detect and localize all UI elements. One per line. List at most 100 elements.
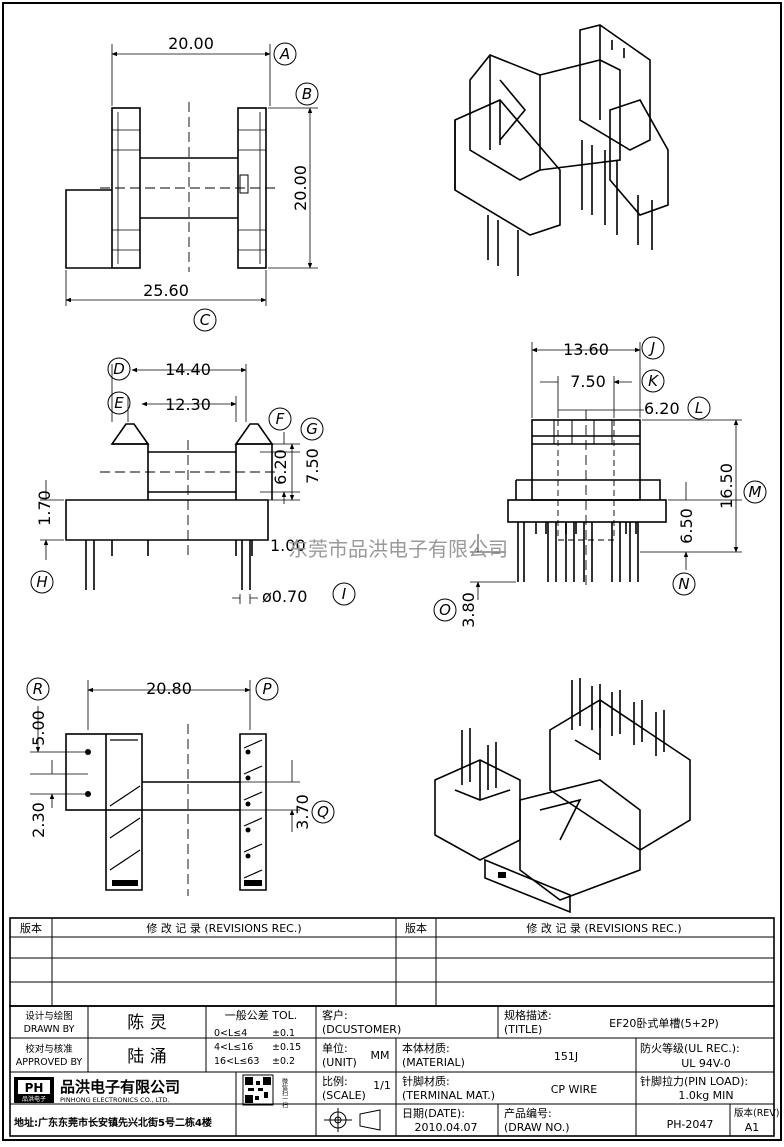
scale-label-en: (SCALE): [322, 1089, 366, 1102]
unit-label: 单位:: [322, 1041, 348, 1055]
pinload-label: 针脚拉力(PIN LOAD):: [640, 1074, 748, 1088]
label-d: D: [113, 360, 125, 378]
label-e: E: [114, 394, 124, 412]
side-view: [433, 336, 767, 622]
dim-a-value: 20.00: [168, 34, 214, 53]
scale-label: 比例:: [322, 1074, 348, 1088]
dim-j-value: 13.60: [563, 340, 609, 359]
label-q: Q: [317, 803, 329, 821]
dim-small-h-value: 2.30: [29, 802, 48, 838]
dim-q-value: 3.70: [293, 794, 312, 830]
label-k: K: [648, 372, 659, 390]
rev-col-record2: 修 改 记 录 (REVISIONS REC.): [526, 921, 681, 935]
label-b: B: [302, 85, 312, 103]
qr-side-text: 微信扫一扫: [281, 1077, 288, 1109]
rev-col-record: 修 改 记 录 (REVISIONS REC.): [146, 921, 301, 935]
top-view: [65, 42, 319, 332]
dim-b-value: 20.00: [291, 165, 310, 211]
approver-label: 校对与核准: [25, 1043, 73, 1055]
dim-i-value: ø0.70: [262, 587, 307, 606]
label-m: M: [749, 483, 762, 501]
rev-value: A1: [745, 1121, 760, 1134]
terminal-label: 针脚材质:: [402, 1074, 450, 1088]
approver-label-en: APPROVED BY: [16, 1057, 83, 1068]
logo-text: PH: [25, 1081, 44, 1095]
dim-c-value: 25.60: [143, 281, 189, 300]
label-n: N: [678, 575, 689, 593]
tol-range-3: 16<L≤63: [214, 1056, 259, 1067]
dim-d-value: 14.40: [165, 360, 211, 379]
date-label: 日期(DATE):: [402, 1107, 465, 1120]
dim-f-value: 6.20: [271, 449, 290, 485]
customer-label-en: (DCUSTOMER): [322, 1023, 401, 1036]
designer-name: 陈 灵: [127, 1013, 166, 1033]
material-label-en: (MATERIAL): [402, 1056, 465, 1069]
approver-name: 陆 涌: [127, 1047, 166, 1067]
dim-h-value: 1.70: [35, 490, 54, 526]
label-o: O: [439, 601, 451, 619]
company-name: 品洪电子有限公司: [60, 1078, 180, 1096]
material-value: 151J: [554, 1050, 578, 1063]
unit-value: MM: [371, 1049, 390, 1062]
label-l: L: [695, 399, 703, 417]
designer-label: 设计与绘图: [25, 1010, 73, 1022]
logo-sub: 品洪电子: [22, 1095, 46, 1103]
designer-label-en: DRAWN BY: [24, 1024, 75, 1035]
title-block: [9, 1005, 775, 1137]
scale-value: 1/1: [373, 1079, 391, 1092]
label-g: G: [306, 420, 318, 438]
front-view: [30, 357, 356, 606]
customer-label: 客户:: [322, 1008, 348, 1022]
drawno-label: 产品编号:: [504, 1106, 552, 1120]
tol-val-1: ±0.1: [272, 1028, 295, 1039]
label-j: J: [648, 339, 655, 357]
fire-label: 防火等级(UL REC.):: [640, 1041, 740, 1055]
pinload-value: 1.0kg MIN: [678, 1089, 733, 1102]
dim-small-value: 1.00: [270, 536, 306, 555]
rev-col-version2: 版本: [405, 921, 427, 935]
iso-view-bottom: [434, 678, 691, 914]
terminal-value: CP WIRE: [551, 1083, 598, 1096]
tol-val-2: ±0.15: [272, 1042, 301, 1053]
label-a: A: [279, 45, 290, 63]
label-h: H: [36, 573, 47, 591]
label-p: P: [262, 680, 272, 698]
material-label: 本体材质:: [402, 1041, 450, 1055]
qr-code: [242, 1074, 274, 1106]
bottom-view: [26, 677, 335, 896]
tol-range-2: 4<L≤16: [214, 1042, 253, 1053]
date-value: 2010.04.07: [415, 1121, 478, 1134]
dim-m-value: 16.50: [717, 463, 736, 509]
spec-label-en: (TITLE): [504, 1023, 542, 1036]
drawno-label-en: (DRAW NO.): [504, 1121, 569, 1134]
dim-r-value: 5.00: [29, 710, 48, 746]
spec-value: EF20卧式单槽(5+2P): [609, 1017, 719, 1030]
iso-view-top: [454, 24, 669, 276]
dim-o-value: 3.80: [459, 592, 478, 628]
dim-p-value: 20.80: [146, 679, 192, 698]
terminal-label-en: (TERMINAL MAT.): [402, 1089, 495, 1102]
label-r: R: [33, 680, 43, 698]
drawno-value: PH-2047: [667, 1118, 714, 1131]
dim-e-value: 12.30: [165, 395, 211, 414]
company-name-en: PINHONG ELECTRONICS CO., LTD.: [60, 1096, 170, 1104]
dim-g-value: 7.50: [303, 448, 322, 484]
tol-range-1: 0<L≤4: [214, 1028, 247, 1039]
company-logo: PH 品洪电子: [14, 1077, 54, 1103]
fire-value: UL 94V-0: [681, 1057, 731, 1070]
tol-val-3: ±0.2: [272, 1056, 295, 1067]
rev-label: 版本(REV):: [734, 1107, 783, 1119]
unit-label-en: (UNIT): [322, 1056, 357, 1069]
dim-k-value: 7.50: [570, 372, 606, 391]
dim-n-value: 6.50: [677, 508, 696, 544]
label-c: C: [200, 311, 211, 329]
label-f: F: [276, 410, 285, 428]
label-i: I: [342, 585, 347, 603]
company-address: 地址:广东东莞市长安镇先兴北街5号二栋4楼: [14, 1116, 212, 1129]
watermark: 东莞市品洪电子有限公司: [288, 537, 508, 561]
spec-label: 规格描述:: [504, 1008, 552, 1022]
rev-col-version: 版本: [20, 921, 42, 935]
projection-symbol: [324, 1108, 381, 1132]
tol-title: 一般公差 TOL.: [225, 1008, 298, 1022]
